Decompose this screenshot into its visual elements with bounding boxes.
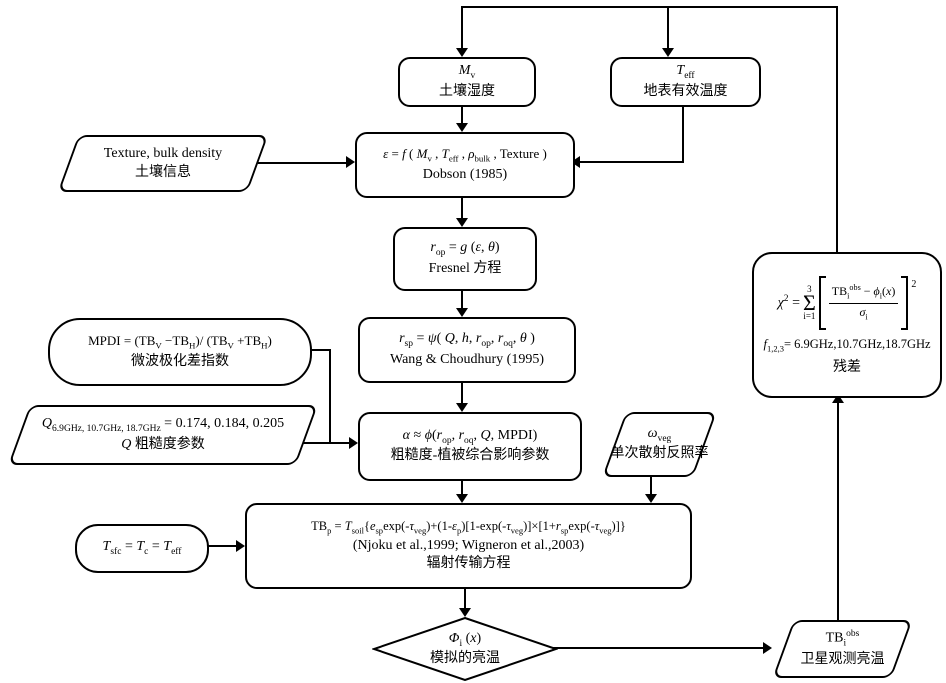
left-bracket-icon: [818, 276, 826, 331]
node-observed-brightness: TBiobs 卫星观测亮温: [772, 620, 913, 678]
connector-line: [837, 403, 839, 621]
node-tsfc-assumption: Tsfc = Tc = Teff: [75, 524, 209, 573]
connector-line: [200, 545, 237, 547]
node-reference: Wang & Choudhury (1995): [389, 351, 545, 367]
arrow-down-icon: [456, 123, 468, 132]
node-formula: MPDI = (TBV −TBH)/ (TBV +TBH): [88, 333, 272, 351]
arrow-right-icon: [763, 642, 772, 654]
node-alpha-parameter: α ≈ ϕ(rop, roq, Q, MPDI) 粗糙度-植被综合影响参数: [358, 412, 582, 481]
arrow-down-icon: [459, 608, 471, 617]
right-bracket-icon: [901, 276, 909, 331]
connector-line: [298, 349, 331, 351]
arrow-down-icon: [456, 218, 468, 227]
node-wang-choudhury-model: rsp = ψ( Q, h, rop, roq, θ ) Wang & Chou…: [358, 317, 576, 383]
connector-line: [329, 349, 331, 443]
connector-line: [650, 477, 652, 495]
connector-line: [461, 194, 463, 220]
node-formula: Texture, bulk density: [103, 145, 223, 161]
connector-line: [682, 103, 684, 163]
node-label: 辐射传输方程: [426, 556, 511, 572]
chi-lhs: χ2 =: [777, 293, 800, 311]
node-chi-square-residual: χ2 = 3 Σ i=1 TBiobs − ϕi(x) σi 2 f1,2,3=…: [752, 252, 942, 398]
connector-line: [464, 585, 466, 609]
node-formula: Q6.9GHz, 10.7GHz, 18.7GHz = 0.174, 0.184…: [41, 416, 285, 435]
sum-symbol: 3 Σ i=1: [802, 283, 816, 322]
connector-line: [579, 161, 684, 163]
node-label: 微波极化差指数: [131, 353, 229, 369]
sum-lower-limit: i=1: [803, 311, 816, 322]
connector-line: [258, 162, 348, 164]
exponent: 2: [911, 279, 917, 291]
node-formula: α ≈ ϕ(rop, roq, Q, MPDI): [402, 427, 538, 446]
connector-line: [461, 6, 838, 8]
connector-line: [300, 442, 350, 444]
node-label: Fresnel 方程: [428, 260, 502, 276]
arrow-up-icon: [832, 394, 844, 403]
node-formula: TBiobs: [825, 629, 860, 649]
connector-line: [461, 103, 463, 124]
connector-line: [461, 287, 463, 310]
arrow-left-icon: [571, 156, 580, 168]
sigma-icon: Σ: [802, 289, 816, 315]
node-formula: rsp = ψ( Q, h, rop, roq, θ ): [399, 331, 535, 350]
arrow-down-icon: [456, 403, 468, 412]
node-mpdi: MPDI = (TBV −TBH)/ (TBV +TBH) 微波极化差指数: [48, 318, 312, 386]
fraction-denominator: σi: [859, 305, 868, 322]
node-label: 卫星观测亮温: [800, 651, 885, 667]
node-effective-temperature: Teff 地表有效温度: [610, 57, 761, 107]
node-label: 残差: [833, 360, 861, 376]
arrow-right-icon: [346, 156, 355, 168]
chi-square-formula: χ2 = 3 Σ i=1 TBiobs − ϕi(x) σi 2: [777, 272, 917, 334]
node-label: Q 粗糙度参数: [121, 436, 205, 452]
connector-line: [836, 6, 838, 253]
node-q-roughness: Q6.9GHz, 10.7GHz, 18.7GHz = 0.174, 0.184…: [8, 405, 318, 465]
node-formula: Teff: [676, 63, 695, 82]
arrow-down-icon: [456, 48, 468, 57]
node-dobson-model: ε = f ( Mv , Teff , ρbulk , Texture ) Do…: [355, 132, 575, 198]
node-formula: TBp = Tsoil{espexp(-τveg)+(1-εp)[1-exp(-…: [311, 518, 626, 536]
arrow-down-icon: [662, 48, 674, 57]
node-formula: Tsfc = Tc = Teff: [102, 539, 182, 557]
node-label: 土壤湿度: [439, 83, 495, 99]
arrow-down-icon: [456, 494, 468, 503]
node-reference: Dobson (1985): [422, 166, 508, 182]
connector-line: [461, 477, 463, 495]
arrow-down-icon: [456, 308, 468, 317]
node-soil-info: Texture, bulk density 土壤信息: [57, 135, 269, 192]
node-formula: Φi (x): [448, 630, 482, 649]
node-radiative-transfer: TBp = Tsoil{espexp(-τveg)+(1-εp)[1-exp(-…: [245, 503, 692, 589]
node-formula: rop = g (ε, θ): [430, 240, 500, 259]
sum-upper-limit: 3: [807, 283, 812, 294]
node-formula: ε = f ( Mv , Teff , ρbulk , Texture ): [383, 146, 547, 164]
connector-line: [550, 647, 764, 649]
arrow-right-icon: [236, 540, 245, 552]
connector-line: [461, 8, 463, 49]
node-label: 土壤信息: [135, 164, 191, 180]
fraction: TBiobs − ϕi(x) σi: [828, 283, 899, 322]
node-simulated-brightness: Φi (x) 模拟的亮温: [372, 617, 558, 681]
fraction-numerator: TBiobs − ϕi(x): [828, 283, 899, 305]
node-single-scattering-albedo: ωveg 单次散射反照率: [602, 412, 717, 477]
arrow-right-icon: [349, 437, 358, 449]
frequency-list: f1,2,3= 6.9GHz,10.7GHz,18.7GHz: [763, 337, 931, 354]
connector-line: [461, 379, 463, 405]
connector-line: [667, 8, 669, 49]
arrow-down-icon: [645, 494, 657, 503]
node-label: 地表有效温度: [643, 83, 728, 99]
node-label: 粗糙度-植被综合影响参数: [390, 448, 550, 464]
node-reference: (Njoku et al.,1999; Wigneron et al.,2003…: [352, 537, 585, 553]
node-fresnel-equation: rop = g (ε, θ) Fresnel 方程: [393, 227, 537, 291]
node-label: 模拟的亮温: [430, 650, 500, 666]
diamond-shape: [372, 617, 558, 681]
node-formula: Mv: [458, 63, 476, 82]
node-formula: ωveg: [647, 425, 672, 444]
node-soil-moisture: Mv 土壤湿度: [398, 57, 536, 107]
node-label: 单次散射反照率: [610, 446, 709, 462]
